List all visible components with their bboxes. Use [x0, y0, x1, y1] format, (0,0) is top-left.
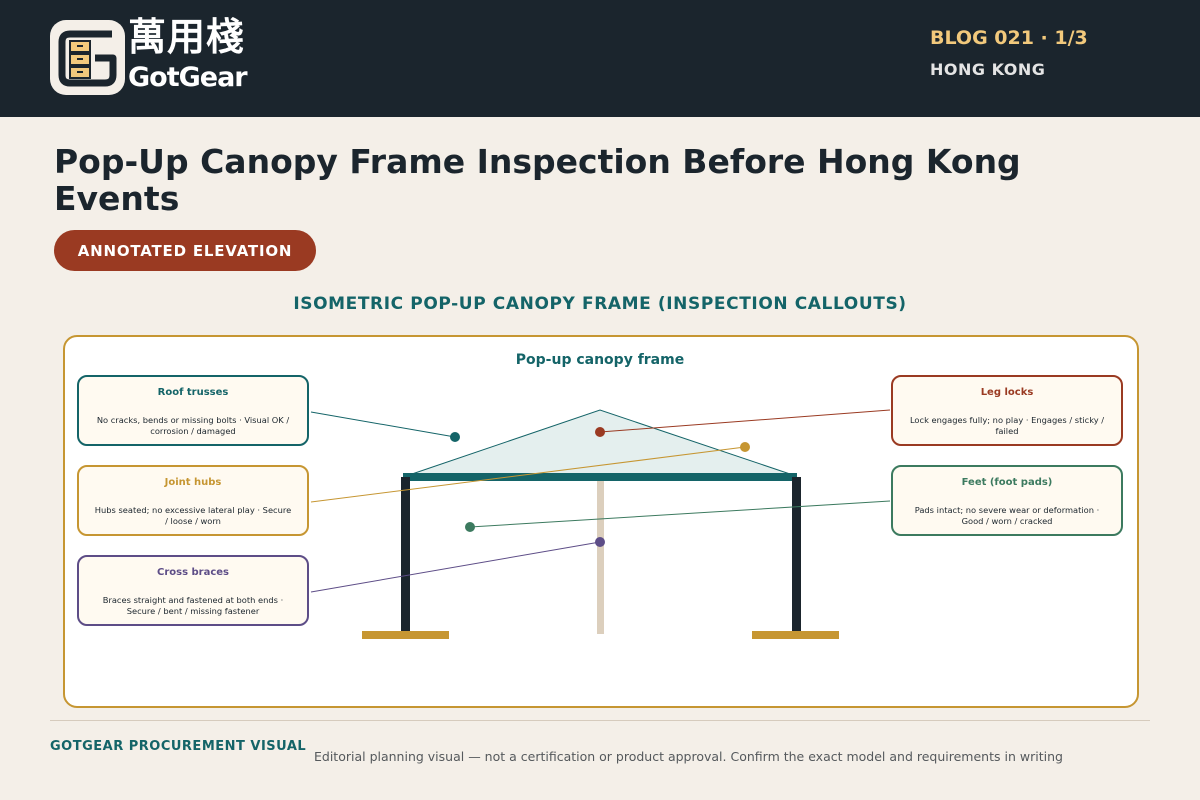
- callout-title: Joint hubs: [164, 477, 222, 488]
- blog-location: HONG KONG: [930, 60, 1046, 79]
- callout-title: Feet (foot pads): [961, 477, 1053, 488]
- section-badge: ANNOTATED ELEVATION: [54, 230, 316, 271]
- center-pole: [597, 412, 604, 634]
- diagram-panel-title: Pop-up canopy frame: [515, 352, 685, 368]
- callout-text: No cracks, bends or missing bolts · Visu…: [96, 415, 290, 436]
- left-foot-pad: [362, 631, 449, 639]
- marker-roof-trusses: [450, 432, 460, 442]
- callout-title: Roof trusses: [157, 387, 229, 398]
- callout-text: Lock engages fully; no play · Engages / …: [909, 415, 1105, 436]
- drawer-cabinet-icon: [58, 30, 117, 87]
- callout-title: Cross braces: [156, 567, 230, 578]
- right-leg: [792, 477, 801, 632]
- blog-id: BLOG 021 · 1/3: [930, 27, 1088, 49]
- callout-feet: Feet (foot pads) Pads intact; no severe …: [891, 465, 1123, 536]
- marker-leg-locks: [595, 427, 605, 437]
- marker-cross-braces: [595, 537, 605, 547]
- leader-leg-locks: [599, 409, 891, 433]
- page-title: Pop-Up Canopy Frame Inspection Before Ho…: [54, 142, 1021, 218]
- leader-roof-trusses: [310, 411, 456, 438]
- brand-name-zh: 萬用棧: [128, 15, 246, 59]
- marker-feet: [465, 522, 475, 532]
- footer-brand: GOTGEAR PROCUREMENT VISUAL: [50, 739, 307, 754]
- gotgear-logo-icon[interactable]: [50, 20, 125, 95]
- roof-truss: [411, 409, 791, 475]
- callout-cross-braces: Cross braces Braces straight and fastene…: [77, 555, 309, 626]
- marker-joint-hubs: [740, 442, 750, 452]
- leader-feet: [469, 500, 891, 528]
- callout-text: Pads intact; no severe wear or deformati…: [914, 505, 1100, 526]
- callout-text: Braces straight and fastened at both end…: [102, 595, 284, 616]
- callout-joint-hubs: Joint hubs Hubs seated; no excessive lat…: [77, 465, 309, 536]
- callout-title: Leg locks: [980, 387, 1034, 398]
- callout-roof-trusses: Roof trusses No cracks, bends or missing…: [77, 375, 309, 446]
- right-foot-pad: [752, 631, 839, 639]
- callout-leg-locks: Leg locks Lock engages fully; no play · …: [891, 375, 1123, 446]
- footer-disclaimer: Editorial planning visual — not a certif…: [314, 749, 1063, 764]
- site-header: 萬用棧 GotGear BLOG 021 · 1/3 HONG KONG: [0, 0, 1200, 117]
- roof-beam: [403, 473, 797, 481]
- left-leg: [401, 477, 410, 632]
- callout-text: Hubs seated; no excessive lateral play ·…: [94, 505, 292, 526]
- leader-joint-hubs: [310, 446, 746, 503]
- footer-divider: [50, 720, 1150, 721]
- leader-cross-braces: [310, 541, 601, 593]
- brand-name-en: GotGear: [128, 62, 248, 93]
- diagram-section-title: ISOMETRIC POP-UP CANOPY FRAME (INSPECTIO…: [293, 294, 907, 314]
